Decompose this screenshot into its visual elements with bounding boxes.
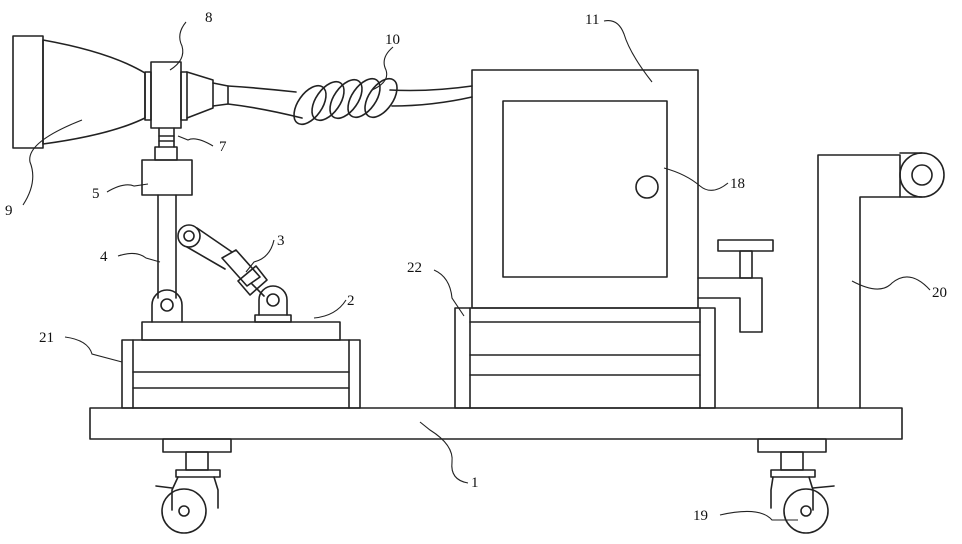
cabinet-door [503,101,667,277]
suction-pipe [187,72,302,118]
label-5: 5 [92,186,100,202]
label-10: 10 [385,32,400,48]
caster-wheel-right [758,439,834,533]
coiled-hose [288,73,472,130]
label-3: 3 [277,233,285,249]
label-11: 11 [585,12,599,28]
lift-block [142,147,192,195]
collar-clamp [145,62,187,128]
right-frame [818,153,944,408]
label-22: 22 [407,260,422,276]
reference-numerals: 1 2 3 4 5 7 8 9 10 11 18 19 20 21 22 [5,10,947,524]
label-9: 9 [5,203,13,219]
leader-lines [23,21,930,520]
support-rod [152,195,200,322]
mounting-plate [142,322,340,340]
base-platform [90,408,902,439]
connecting-shaft [159,128,174,147]
main-cabinet [472,70,698,308]
cabinet-base-box [455,308,715,408]
label-8: 8 [205,10,213,26]
label-7: 7 [219,139,227,155]
caster-wheel-left [156,439,231,533]
label-2: 2 [347,293,355,309]
left-base-box [122,340,360,408]
label-21: 21 [39,330,54,346]
label-20: 20 [932,285,947,301]
suction-hood [13,36,145,148]
label-1: 1 [471,475,479,491]
label-4: 4 [100,249,108,265]
diagonal-brace [187,228,291,322]
label-19: 19 [693,508,708,524]
outlet-faucet [698,240,773,332]
label-18: 18 [730,176,745,192]
